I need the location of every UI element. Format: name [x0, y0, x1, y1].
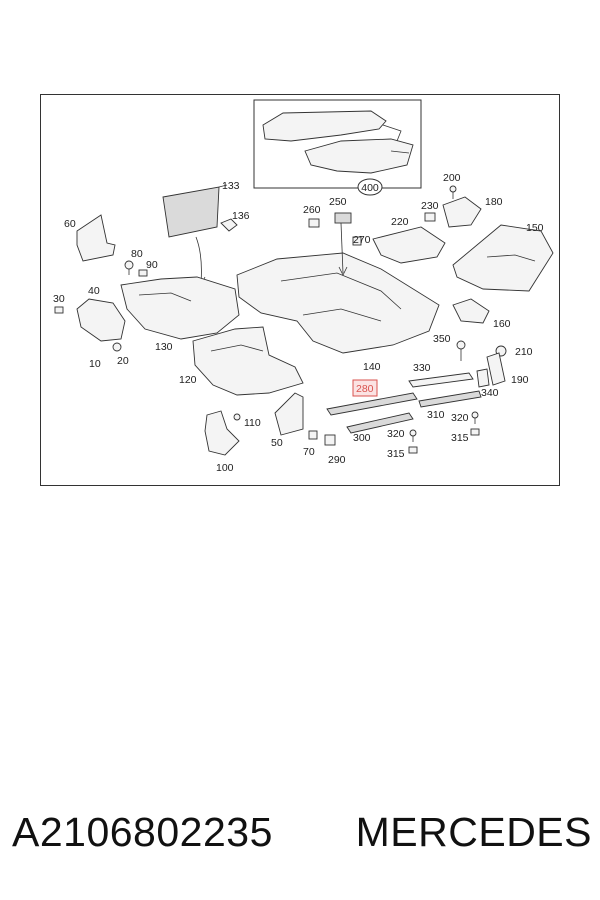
trim-130 — [120, 276, 240, 340]
callout-320-right: 320 — [451, 412, 469, 424]
callout-60: 60 — [64, 218, 76, 230]
callout-200: 200 — [443, 172, 461, 184]
parts-diagram: 400 — [53, 99, 554, 474]
callout-300: 300 — [353, 432, 371, 444]
callout-130: 130 — [155, 341, 173, 353]
callout-230: 230 — [421, 200, 439, 212]
callout-350: 350 — [433, 333, 451, 345]
cover-panel-40 — [54, 298, 126, 352]
trim-160 — [452, 298, 490, 324]
callout-250: 250 — [329, 196, 347, 208]
callout-180: 180 — [485, 196, 503, 208]
callout-30: 30 — [53, 293, 65, 305]
callout-133: 133 — [222, 180, 240, 192]
clips-250-260-270 — [308, 212, 362, 276]
cargo-net — [162, 184, 228, 286]
part-number: A2106802235 — [12, 808, 273, 855]
callout-400: 400 — [361, 182, 379, 194]
callout-90: 90 — [146, 259, 158, 271]
callout-110: 110 — [244, 417, 261, 429]
callout-290: 290 — [328, 454, 346, 466]
panel-220 — [372, 226, 446, 264]
callout-20: 20 — [117, 355, 129, 367]
callout-136: 136 — [232, 210, 250, 222]
callout-320-left: 320 — [387, 428, 405, 440]
fasteners-320-315 — [408, 411, 480, 454]
callout-70: 70 — [303, 446, 315, 458]
callout-50: 50 — [271, 437, 283, 449]
callout-140: 140 — [363, 361, 381, 373]
lower-parts — [204, 392, 336, 456]
callout-310: 310 — [427, 409, 445, 421]
trim-120 — [192, 326, 304, 396]
trim-panel-60 — [76, 214, 116, 262]
callout-120: 120 — [179, 374, 197, 386]
callout-10: 10 — [89, 358, 101, 370]
main-floor-carpet — [236, 252, 440, 354]
callout-270: 270 — [353, 234, 371, 246]
callout-280: 280 — [356, 383, 374, 395]
callout-190: 190 — [511, 374, 529, 386]
floor-mat-inset: 400 — [253, 99, 422, 196]
callout-100: 100 — [216, 462, 234, 474]
callout-330: 330 — [413, 362, 431, 374]
parts-diagram-frame: 400 — [40, 94, 560, 486]
callout-80: 80 — [131, 248, 143, 260]
sill-strips — [326, 372, 482, 434]
callout-340: 340 — [481, 387, 499, 399]
callout-315-right: 315 — [451, 432, 469, 444]
callout-150: 150 — [526, 222, 544, 234]
callout-160: 160 — [493, 318, 511, 330]
rear-trim-150-180 — [424, 185, 554, 292]
clip-136 — [220, 218, 238, 232]
callout-40: 40 — [88, 285, 100, 297]
callout-315-left: 315 — [387, 448, 405, 460]
brand-name: MERCEDES — [355, 808, 592, 855]
callout-260: 260 — [303, 204, 321, 216]
fastener-80-90 — [124, 260, 148, 277]
part-number-footer: A2106802235 MERCEDES — [12, 802, 592, 862]
highlighted-callout-280[interactable]: 280 — [352, 379, 378, 397]
callout-220: 220 — [391, 216, 409, 228]
callout-210: 210 — [515, 346, 533, 358]
brackets-190-340 — [476, 352, 506, 388]
